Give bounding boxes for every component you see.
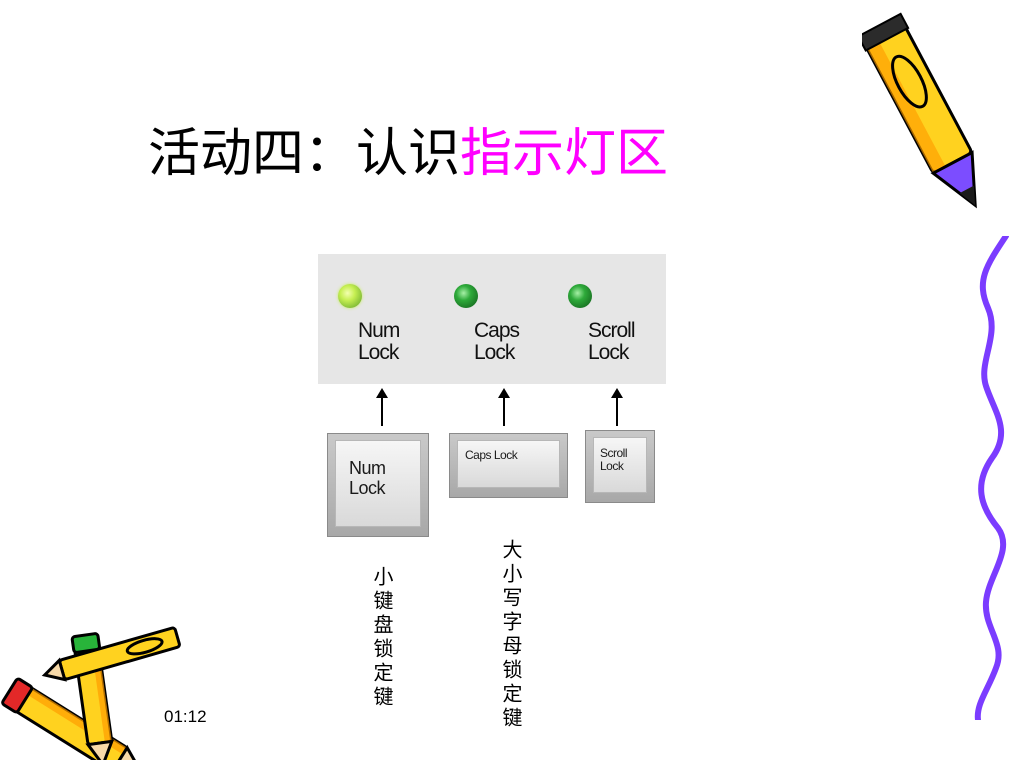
squiggle-line-icon xyxy=(974,236,1009,720)
caps-lock-led-icon xyxy=(454,284,478,308)
title-main-text: 活动四：认识 xyxy=(148,124,461,184)
caps-lock-arrow-icon xyxy=(498,388,510,426)
scroll-lock-led-icon xyxy=(568,284,592,308)
pencil-icon xyxy=(862,12,977,209)
caps-lock-caption: 大小写字母锁定键 xyxy=(499,538,523,731)
slide-title: 活动四：认识指示灯区 xyxy=(148,118,668,190)
scroll-lock-led-label: Scroll Lock xyxy=(588,319,636,364)
num-lock-key: Num Lock xyxy=(327,433,429,537)
num-lock-led-label: Num Lock xyxy=(358,319,400,364)
indicator-light-panel: Num Lock Caps Lock Scroll Lock xyxy=(318,254,666,384)
scroll-lock-arrow-icon xyxy=(611,388,623,426)
crossed-pencils-icon xyxy=(1,626,181,760)
num-lock-arrow-icon xyxy=(376,388,388,426)
num-lock-caption: 小键盘锁定键 xyxy=(370,566,394,710)
slide-timestamp: 01:12 xyxy=(164,707,207,726)
num-lock-led-icon xyxy=(338,284,362,308)
caps-lock-key: Caps Lock xyxy=(449,433,568,498)
scroll-lock-key: Scroll Lock xyxy=(585,430,655,503)
scroll-lock-key-label: Scroll Lock xyxy=(600,446,628,473)
caps-lock-led-label: Caps Lock xyxy=(474,319,520,364)
num-lock-key-label: Num Lock xyxy=(349,458,386,498)
title-highlight-text: 指示灯区 xyxy=(460,124,669,184)
caps-lock-key-label: Caps Lock xyxy=(465,448,518,462)
